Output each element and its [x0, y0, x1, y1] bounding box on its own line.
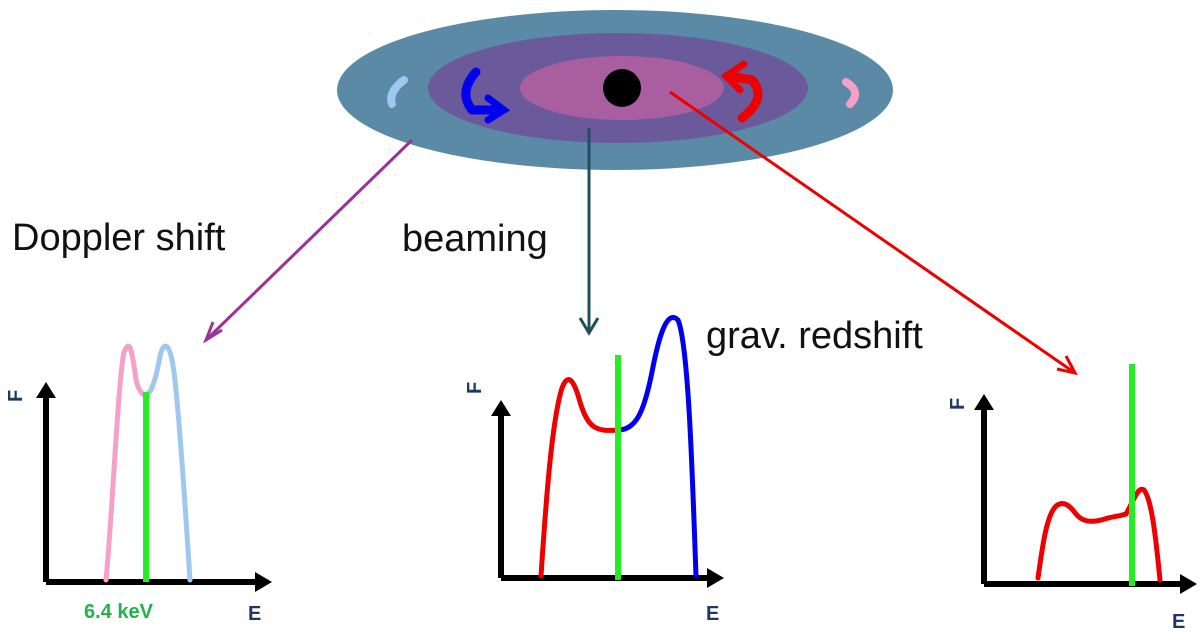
black-hole — [603, 69, 641, 107]
energy-axis-label: E — [1172, 611, 1185, 633]
flux-axis-arrowhead-icon — [491, 400, 511, 416]
redshift-line-profile-panel: F E — [947, 364, 1197, 633]
redshift-pointer-arrow — [669, 90, 1078, 376]
pink-line-profile — [103, 343, 151, 583]
rotation-arrow-pink-icon — [842, 78, 860, 108]
energy-axis-label: E — [706, 603, 719, 625]
rest-energy-label: 6.4 keV — [84, 601, 154, 623]
rotation-arrow-blue-icon — [461, 67, 505, 115]
energy-axis-label: E — [248, 603, 261, 625]
rotation-arrow-red-icon — [723, 71, 763, 123]
flux-axis-label: F — [464, 382, 486, 394]
redshift-label: grav. redshift — [706, 315, 923, 357]
beaming-line-profile-panel: F E — [464, 315, 724, 625]
redshifted-line-profile — [1035, 486, 1163, 583]
accretion-disk — [337, 10, 893, 170]
beaming-pointer-arrow — [578, 128, 600, 336]
flux-axis-label: F — [947, 398, 969, 410]
doppler-pointer-arrow — [202, 138, 414, 344]
doppler-label: Doppler shift — [12, 217, 226, 259]
blue-line-profile — [615, 315, 699, 579]
energy-axis-arrowhead-icon — [255, 572, 272, 592]
doppler-line-profile-panel: F E 6.4 keV — [5, 343, 272, 625]
flux-axis-arrowhead-icon — [36, 382, 56, 398]
red-arrow-head-icon — [720, 60, 748, 94]
energy-axis-arrowhead-icon — [707, 568, 724, 588]
blue-arrow-head-icon — [484, 94, 511, 124]
light-blue-line-profile — [143, 343, 193, 583]
beaming-label: beaming — [402, 218, 548, 260]
flux-axis-arrowhead-icon — [974, 394, 994, 410]
red-line-profile — [538, 377, 621, 579]
rotation-arrow-light-blue-icon — [387, 76, 408, 108]
energy-axis-arrowhead-icon — [1180, 574, 1197, 594]
flux-axis-label: F — [5, 390, 27, 402]
